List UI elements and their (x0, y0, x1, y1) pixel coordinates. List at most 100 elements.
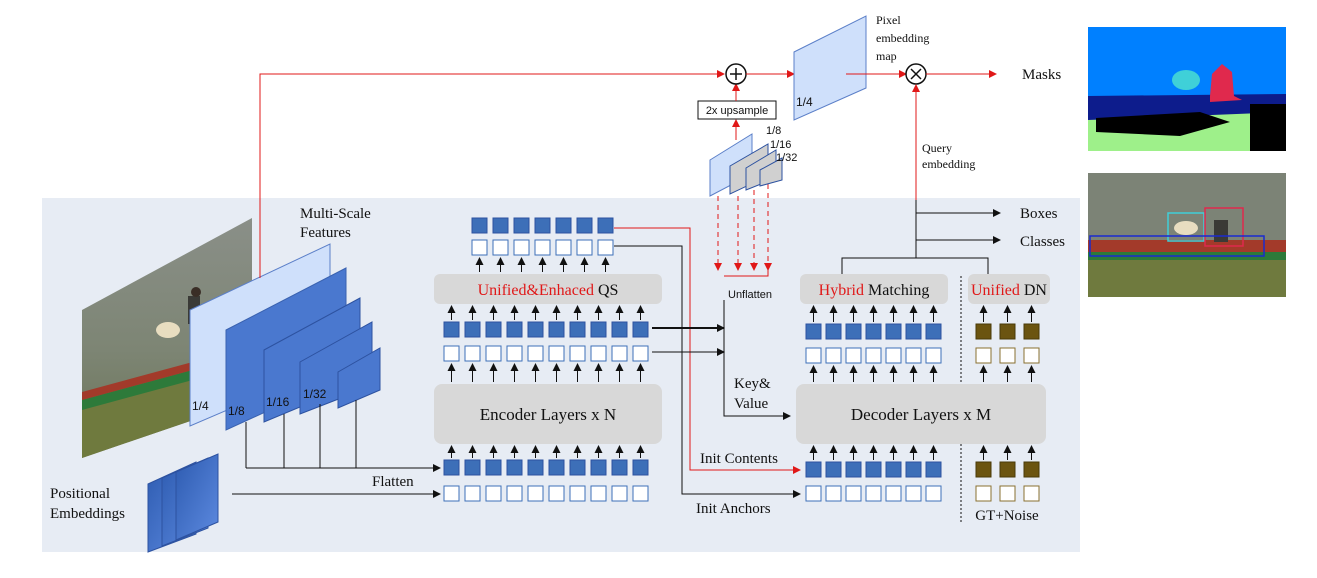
gt-noise-label: GT+Noise (975, 508, 1039, 524)
init-contents-label: Init Contents (700, 451, 778, 467)
encoder-position-token (527, 485, 544, 502)
encoder-input-token (464, 459, 481, 476)
decoder-input-anchor-token (865, 485, 882, 502)
encoder-input-token (590, 459, 607, 476)
encoder-position-token (443, 485, 460, 502)
encoder-position-token (590, 485, 607, 502)
hybrid-matching-box (800, 274, 948, 304)
encoder-output-token (590, 321, 607, 338)
selected-anchor-token (534, 239, 551, 256)
positional-label-line1: Positional (50, 486, 110, 502)
selected-content-token (597, 217, 614, 234)
decoder-input-content-token (805, 461, 822, 478)
unflatten-bracket (724, 270, 769, 277)
encoder-position-token (611, 485, 628, 502)
unified-dn-box (968, 274, 1050, 304)
selected-anchor-tokens (471, 239, 614, 256)
decoder-output-content-token (925, 323, 942, 340)
encoder-input-token (443, 459, 460, 476)
query-selection-box (434, 274, 662, 304)
decoder-input-content-token (825, 461, 842, 478)
encoder-output-token (485, 321, 502, 338)
encoder-output-position-token (632, 345, 649, 362)
decoder-box (796, 384, 1046, 444)
decoder-label: Decoder Layers x M (851, 405, 991, 424)
init-contents-line (614, 227, 801, 474)
encoder-output-position-tokens (443, 345, 649, 362)
dn-input-anchor-token (999, 485, 1016, 502)
decoder-input-anchor-token (925, 485, 942, 502)
pixel-embedding-map (793, 15, 867, 121)
dn-input-anchor-token (1023, 485, 1040, 502)
scale-label-1-8: 1/8 (228, 404, 245, 418)
dn-output-content-token (1023, 323, 1040, 340)
encoder-position-token (569, 485, 586, 502)
dn-output-anchor-token (975, 347, 992, 364)
dn-input-content-token (999, 461, 1016, 478)
decoder-output-content-token (885, 323, 902, 340)
selected-content-tokens (471, 217, 614, 234)
unflatten-dashed-lines (714, 184, 772, 271)
decoder-output-content-token (805, 323, 822, 340)
query-embedding-label-line2: embedding (922, 157, 975, 171)
pyramid-label-1-8: 1/8 (766, 125, 781, 137)
selected-anchor-token (513, 239, 530, 256)
encoder-output-token (506, 321, 523, 338)
decoder-tokens (805, 305, 1040, 502)
box-output-image (1088, 173, 1286, 297)
encoder-position-token (464, 485, 481, 502)
decoder-output-anchor-token (825, 347, 842, 364)
dn-input-anchor-token (975, 485, 992, 502)
unflatten-label: Unflatten (728, 289, 772, 301)
unflattened-pyramid (709, 133, 783, 197)
dn-output-anchor-token (999, 347, 1016, 364)
encoder-output-position-token (443, 345, 460, 362)
hybrid-matching-label: Hybrid Matching (819, 282, 930, 299)
scale-label-1-32: 1/32 (303, 387, 327, 401)
selected-content-token (576, 217, 593, 234)
encoder-input-token (527, 459, 544, 476)
decoder-input-anchor-token (825, 485, 842, 502)
decoder-output-lines (841, 200, 1001, 274)
pixel-embedding-label-line1: Pixel (876, 13, 901, 27)
decoder-output-content-token (825, 323, 842, 340)
encoder-input-token (569, 459, 586, 476)
positional-label-line2: Embeddings (50, 506, 125, 522)
encoder-box (434, 384, 662, 444)
encoder-position-token (506, 485, 523, 502)
decoder-output-anchor-token (865, 347, 882, 364)
encoder-position-token (485, 485, 502, 502)
decoder-output-anchor-token (885, 347, 902, 364)
selected-content-token (471, 217, 488, 234)
key-value-label-line2: Value (734, 396, 768, 412)
selected-content-token (492, 217, 509, 234)
pixel-embedding-label-line3: map (876, 49, 897, 63)
encoder-output-position-token (485, 345, 502, 362)
encoder-input-tokens (443, 459, 649, 476)
flatten-lines (245, 400, 441, 472)
add-operator-icon (725, 63, 747, 85)
decoder-output-content-token (865, 323, 882, 340)
dn-output-anchor-token (1023, 347, 1040, 364)
dn-output-content-token (999, 323, 1016, 340)
encoder-output-position-token (569, 345, 586, 362)
encoder-output-position-token (548, 345, 565, 362)
selected-anchor-token (555, 239, 572, 256)
skip-1-4-line (259, 70, 725, 278)
decoder-input-content-token (885, 461, 902, 478)
encoder-output-position-token (590, 345, 607, 362)
decoder-input-anchor-token (805, 485, 822, 502)
flatten-label: Flatten (372, 474, 414, 490)
upsample-box (697, 100, 777, 120)
encoder-output-position-token (464, 345, 481, 362)
key-value-line (723, 300, 791, 420)
query-embedding-label-line1: Query (922, 141, 952, 155)
encoder-label: Encoder Layers x N (480, 405, 616, 424)
decoder-output-content-token (905, 323, 922, 340)
selected-anchor-token (492, 239, 509, 256)
multiply-operator-icon (905, 63, 927, 85)
encoder-input-token (548, 459, 565, 476)
encoder-output-arrows (447, 363, 645, 382)
qs-input-arrows (447, 305, 645, 320)
